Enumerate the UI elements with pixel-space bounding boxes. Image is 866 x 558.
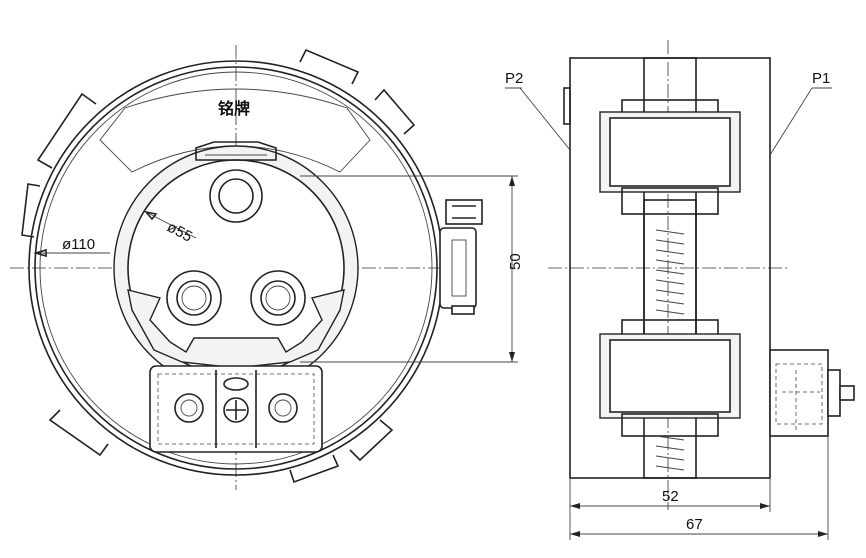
side-view: P2 P1 52 67 — [505, 40, 855, 540]
housing-ribs — [21, 48, 416, 484]
left-terminal-hole — [166, 270, 222, 326]
dim-width-inner: 52 — [662, 488, 679, 505]
top-terminal-hole — [209, 169, 263, 223]
nameplate-label: 铭牌 — [218, 99, 250, 118]
terminal-block — [149, 365, 323, 453]
side-view-connector — [769, 349, 855, 437]
label-p1: P1 — [812, 70, 830, 87]
terminal-screw-right — [268, 393, 298, 423]
right-terminal-hole — [250, 270, 306, 326]
spring — [643, 199, 697, 339]
dim-height: 50 — [507, 253, 524, 270]
label-p2: P2 — [505, 70, 523, 87]
dim-outer-diameter: ø110 — [62, 236, 95, 253]
dim-width-overall: 67 — [686, 516, 703, 533]
side-connector — [439, 199, 483, 315]
terminal-screw-center — [223, 397, 249, 423]
terminal-screw-left — [174, 393, 204, 423]
front-view: 铭牌 ø55 ø110 — [10, 45, 524, 490]
nameplate-area — [99, 88, 371, 173]
